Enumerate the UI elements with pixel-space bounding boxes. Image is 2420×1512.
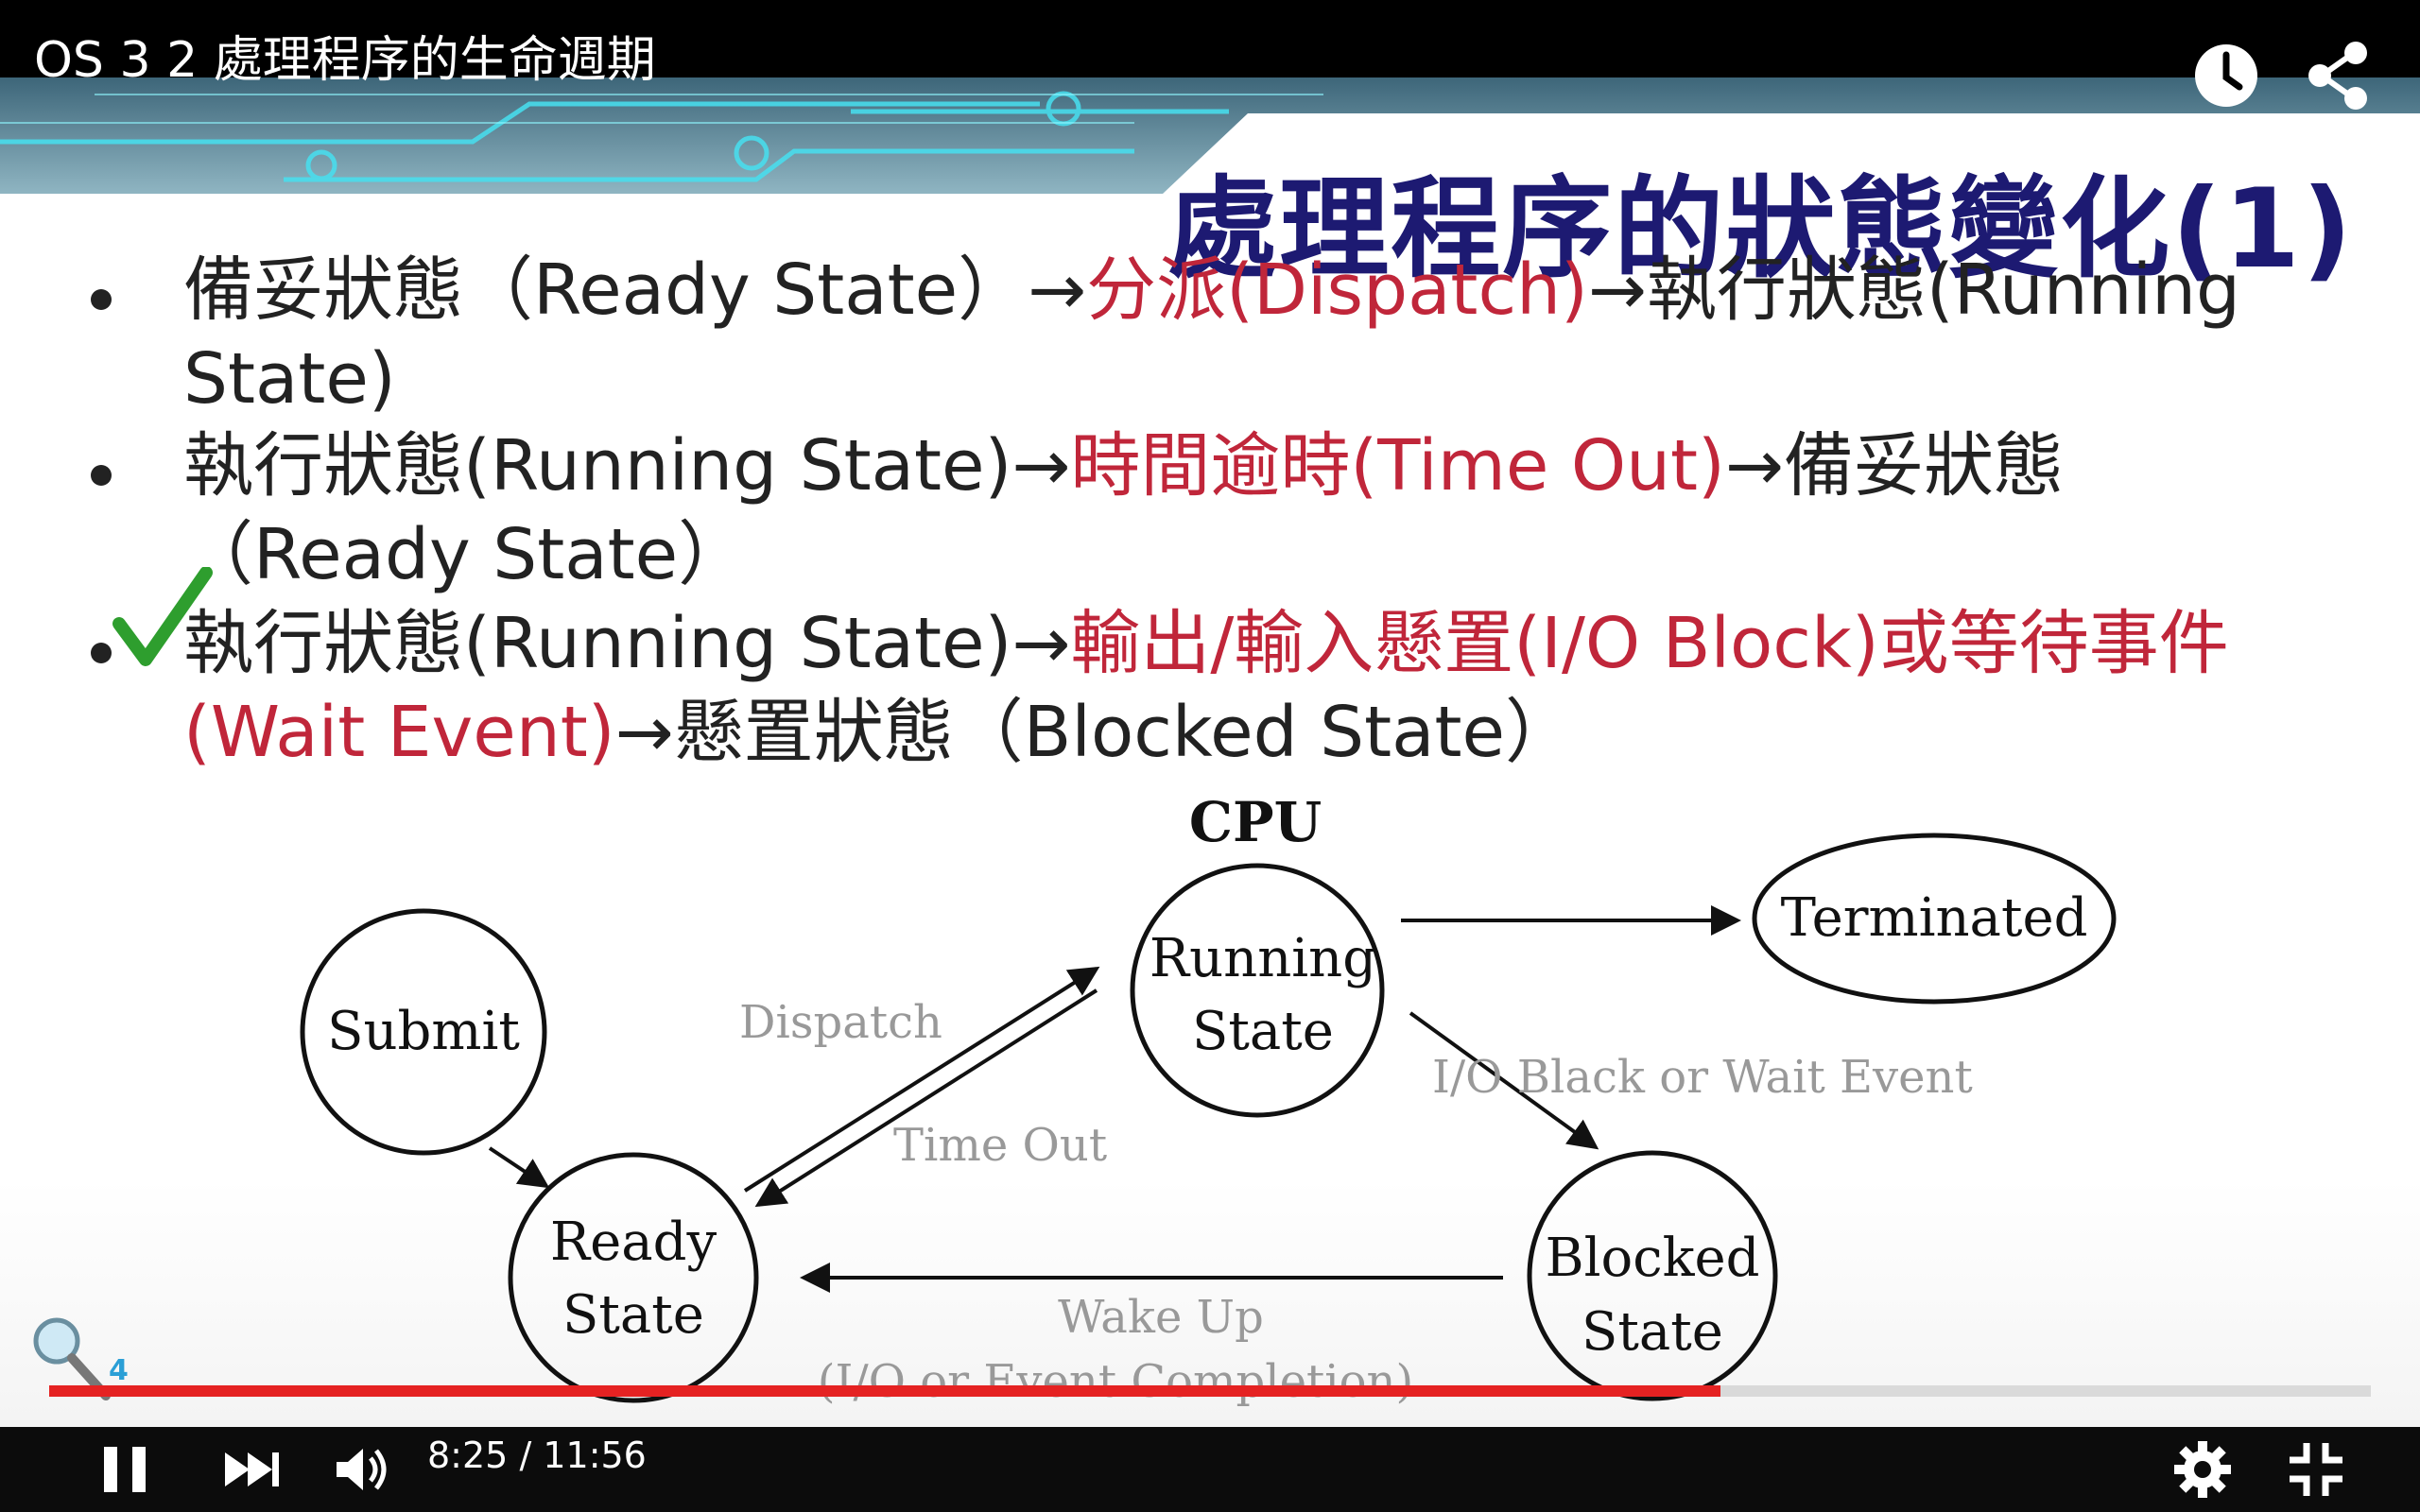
bullet-highlight: 分派(Dispatch) <box>1086 249 1588 331</box>
gear-icon <box>2174 1441 2231 1498</box>
bullet-line: 執行狀態(Running State)→輸出/輸入懸置(I/O Block)或等… <box>183 599 2229 688</box>
bullet-line: (Wait Event)→懸置狀態（Blocked State） <box>183 688 1575 777</box>
clock-icon[interactable] <box>2188 38 2264 113</box>
next-button[interactable] <box>210 1427 293 1512</box>
edge-label-wake-up-sub: (I/O or Event Completion) <box>818 1355 1413 1408</box>
bullet-text: →執行狀態(Running <box>1587 249 2241 331</box>
edge-submit-ready <box>488 1146 550 1189</box>
slide-banner-decoration <box>0 66 2420 194</box>
bullet-text: →備妥狀態 <box>1724 425 2064 507</box>
next-icon <box>225 1452 279 1486</box>
progress-bar[interactable] <box>49 1385 2371 1397</box>
node-circle <box>1130 863 1385 1118</box>
bullet-text: 執行狀態(Running State)→ <box>183 603 1071 684</box>
node-label: State <box>1192 1001 1334 1062</box>
bullet-dot <box>91 289 112 310</box>
bullet-line: State) <box>183 335 396 423</box>
bullet-text: 備妥狀態（Ready State）→ <box>183 249 1087 331</box>
bullet-text: 執行狀態(Running State)→ <box>183 425 1071 507</box>
volume-icon <box>337 1449 387 1490</box>
exit-fullscreen-button[interactable] <box>2278 1427 2354 1512</box>
bullet-highlight: 時間逾時(Time Out) <box>1070 425 1725 507</box>
bullet-highlight: 輸出/輸入懸置(I/O Block)或等待事件 <box>1070 603 2229 684</box>
player-top-bar <box>0 0 2420 77</box>
bullet-highlight: (Wait Event) <box>183 692 615 773</box>
node-ellipse <box>1752 833 2117 1005</box>
volume-button[interactable] <box>325 1427 401 1512</box>
player-controls <box>0 1427 2420 1512</box>
time-current: 8:25 <box>427 1435 509 1476</box>
edge-label-dispatch: Dispatch <box>739 996 942 1049</box>
time-total: 11:56 <box>543 1435 647 1476</box>
node-label: Submit <box>327 1001 520 1062</box>
cpu-label: CPU <box>1189 790 1322 854</box>
progress-played <box>49 1385 1721 1397</box>
node-label: Terminated <box>1781 887 2088 949</box>
node-label: Running <box>1150 928 1376 989</box>
node-circle <box>300 908 547 1156</box>
time-display: 8:25 / 11:56 <box>427 1436 647 1474</box>
bullet-line: 備妥狀態（Ready State）→分派(Dispatch)→執行狀態(Runn… <box>183 246 2240 335</box>
node-ready-state: Ready State <box>508 1152 759 1403</box>
settings-button[interactable] <box>2165 1427 2240 1512</box>
node-label: State <box>1582 1301 1723 1363</box>
node-terminated: Terminated <box>1752 833 2117 1005</box>
node-circle <box>1527 1150 1778 1401</box>
bullet-text: →懸置狀態（Blocked State） <box>614 692 1576 773</box>
bullet-dot <box>91 465 112 486</box>
node-submit: Submit <box>300 908 547 1156</box>
node-label: Ready <box>550 1211 717 1273</box>
edge-label-wake-up: Wake Up <box>1058 1291 1264 1344</box>
node-circle <box>508 1152 759 1403</box>
time-separator: / <box>519 1435 532 1476</box>
bullet-text: State) <box>183 338 396 420</box>
edge-io-block <box>1409 1011 1599 1150</box>
slide-number: 4 <box>109 1354 129 1387</box>
node-blocked-state: Blocked State <box>1527 1150 1778 1401</box>
pause-icon <box>104 1447 146 1492</box>
exit-fullscreen-icon <box>2290 1443 2342 1496</box>
pause-button[interactable] <box>83 1427 166 1512</box>
share-icon[interactable] <box>2301 38 2377 113</box>
edge-label-time-out: Time Out <box>893 1119 1107 1172</box>
node-label: State <box>562 1284 704 1346</box>
bullet-text: （Ready State） <box>183 514 749 595</box>
node-label: Blocked <box>1545 1228 1759 1289</box>
bullet-line: 執行狀態(Running State)→時間逾時(Time Out)→備妥狀態 <box>183 421 2064 510</box>
edge-label-io-block: I/O Black or Wait Event <box>1432 1051 1973 1104</box>
node-running-state: Running State <box>1130 863 1385 1118</box>
slide-title: 處理程序的狀態變化(1) <box>1167 165 2354 293</box>
checkmark-icon <box>112 567 213 666</box>
edge-dispatch <box>743 966 1100 1193</box>
video-title[interactable]: OS 3 2 處理程序的生命週期 <box>34 32 656 89</box>
bullet-line: （Ready State） <box>183 510 748 599</box>
edge-time-out <box>754 988 1098 1208</box>
bullet-dot <box>91 643 112 663</box>
